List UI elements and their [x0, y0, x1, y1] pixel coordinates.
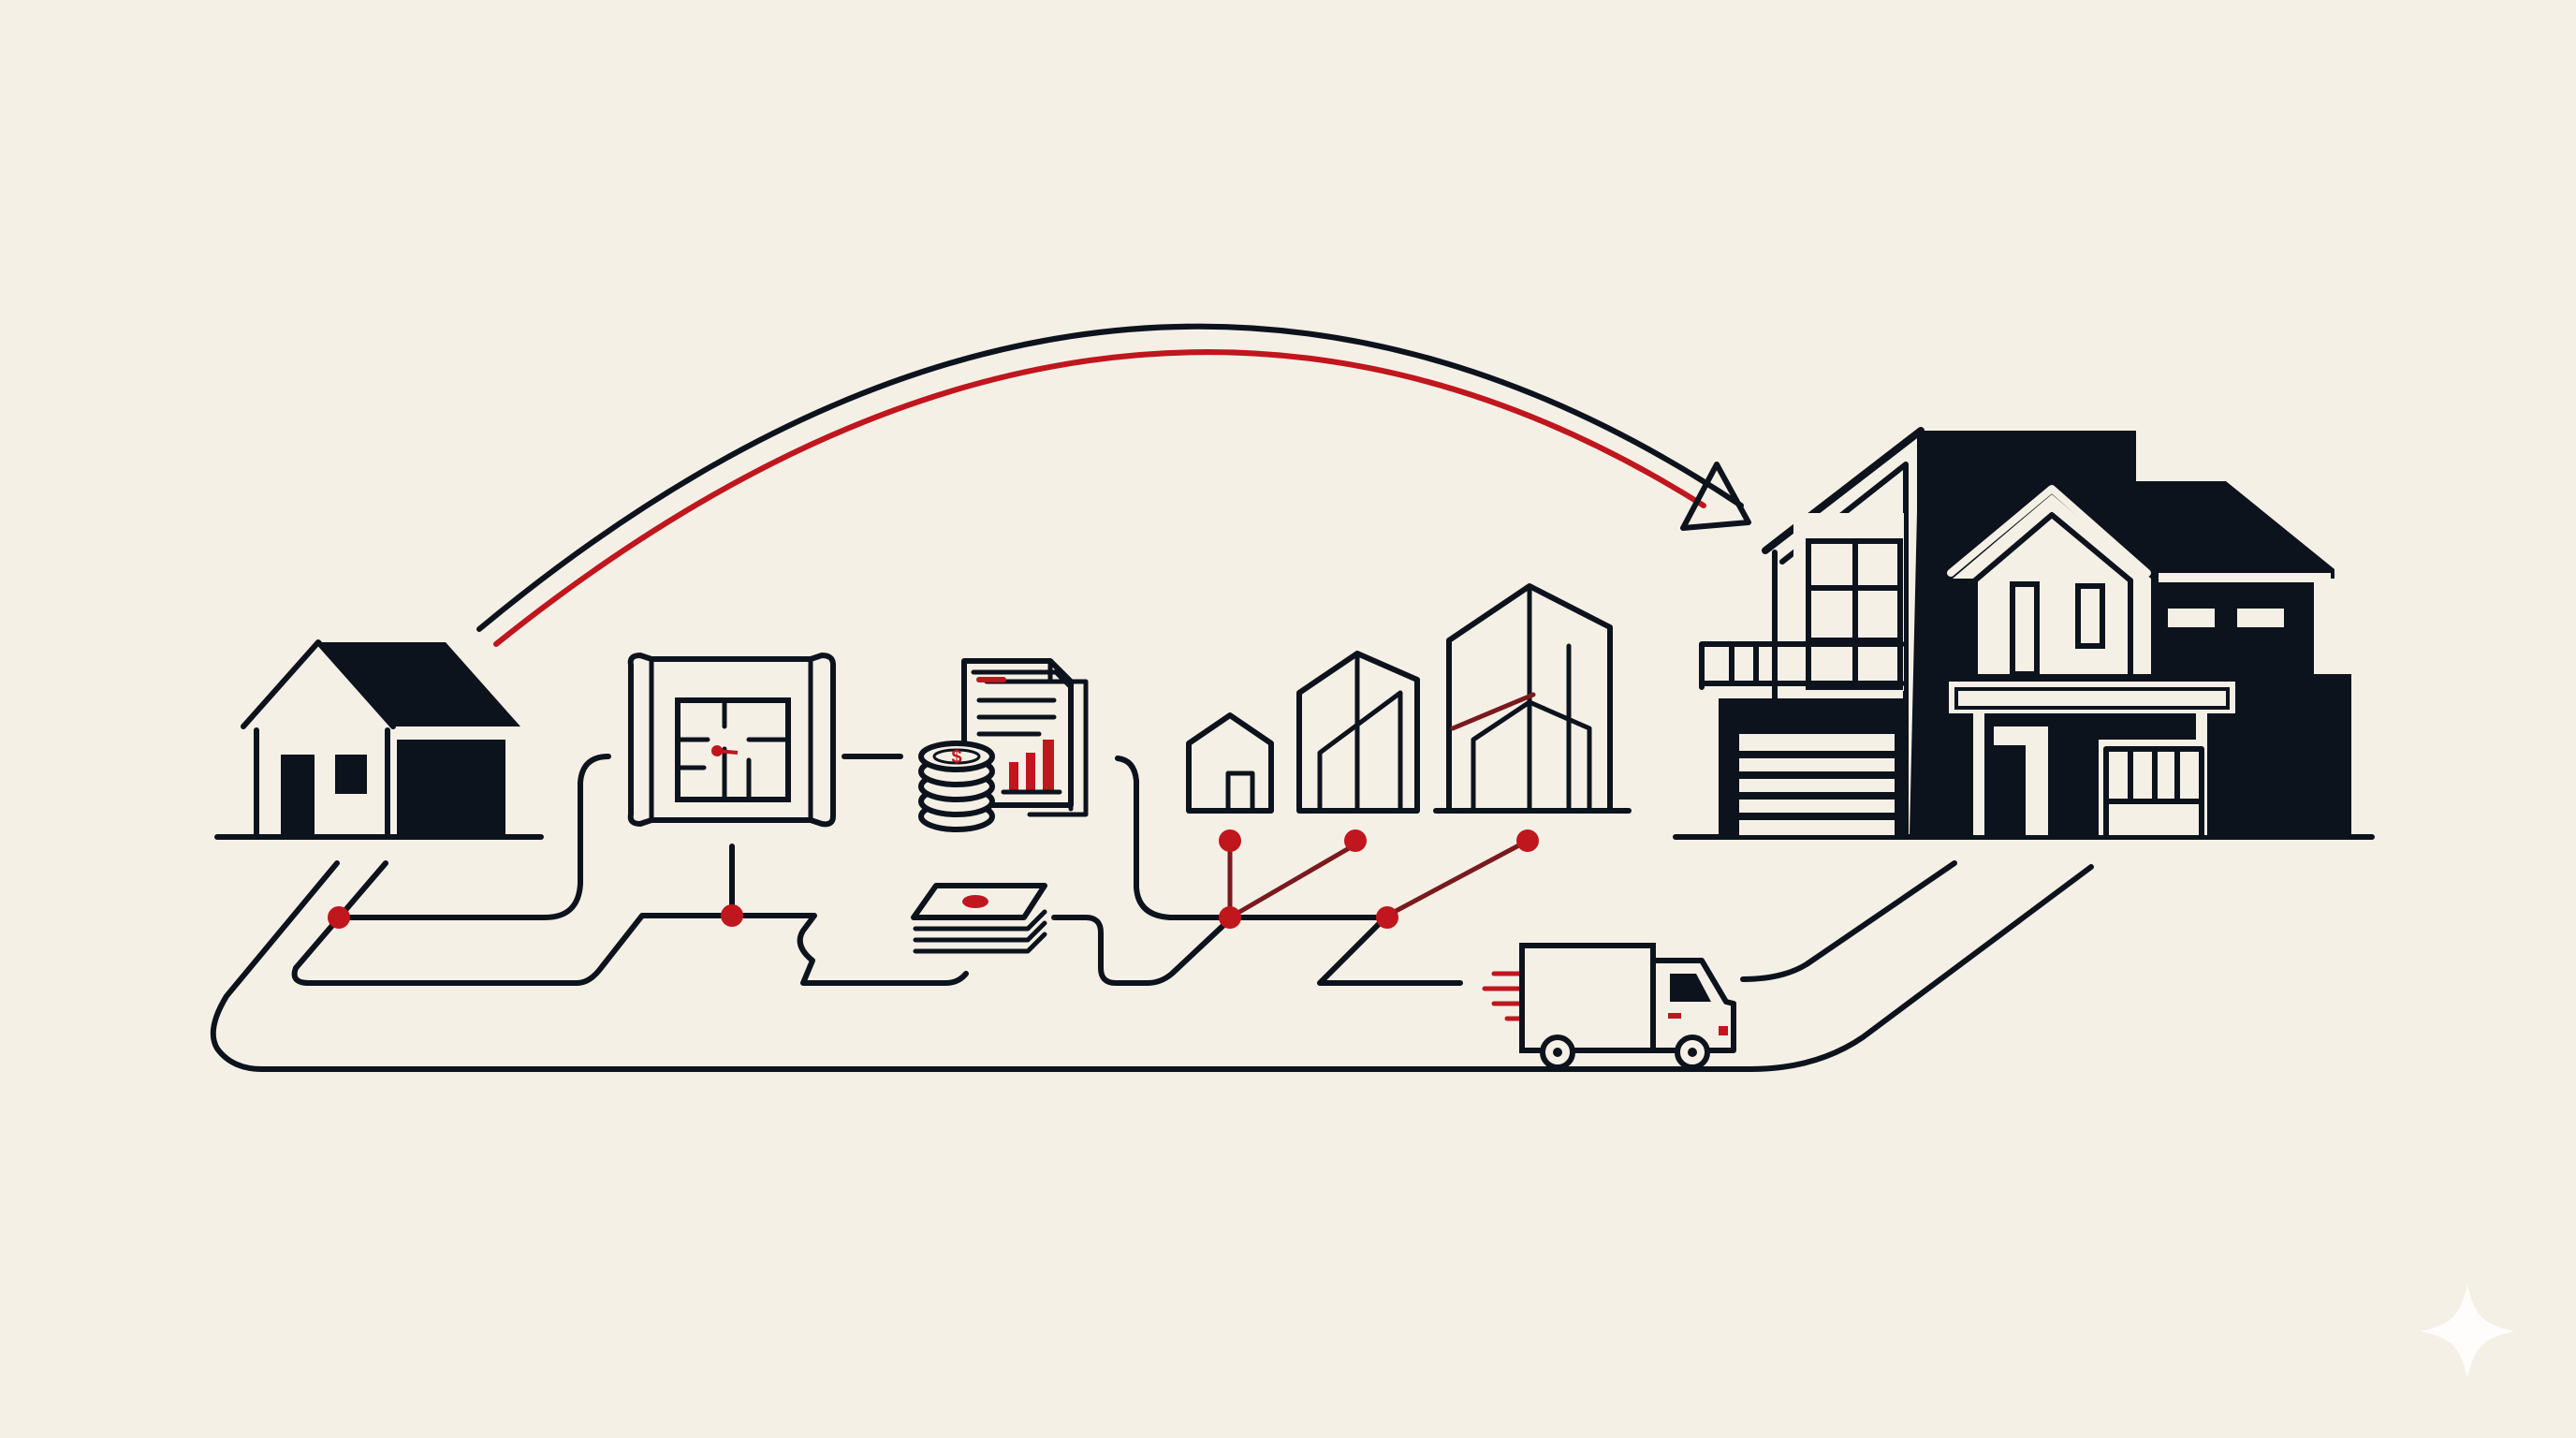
- coin-stack-financial-report-icon: $: [918, 658, 1089, 832]
- milestone-node: [328, 906, 350, 929]
- milestone-node: [1516, 829, 1539, 852]
- coin-stack: $: [918, 741, 995, 832]
- small-house-icon: [241, 639, 520, 837]
- blueprint-floor-plan-icon: [627, 653, 836, 828]
- milestone-node: [721, 904, 743, 927]
- currency-symbol: $: [951, 747, 961, 768]
- house-frames-growth-icon: [1186, 583, 1613, 814]
- cash-stack-icon: [911, 883, 1047, 954]
- milestone-node: [1376, 906, 1398, 929]
- arrow-head-icon: [1680, 462, 1751, 531]
- sparkle-icon: [2421, 1284, 2514, 1378]
- large-modern-house-icon: [1699, 427, 2351, 839]
- journey-arch-arrow: [476, 323, 1751, 647]
- moving-truck-icon: [1482, 943, 1736, 1070]
- milestone-node: [1219, 829, 1241, 852]
- milestone-node: [1219, 906, 1241, 929]
- milestone-nodes: [328, 829, 1539, 929]
- milestone-node: [1344, 829, 1367, 852]
